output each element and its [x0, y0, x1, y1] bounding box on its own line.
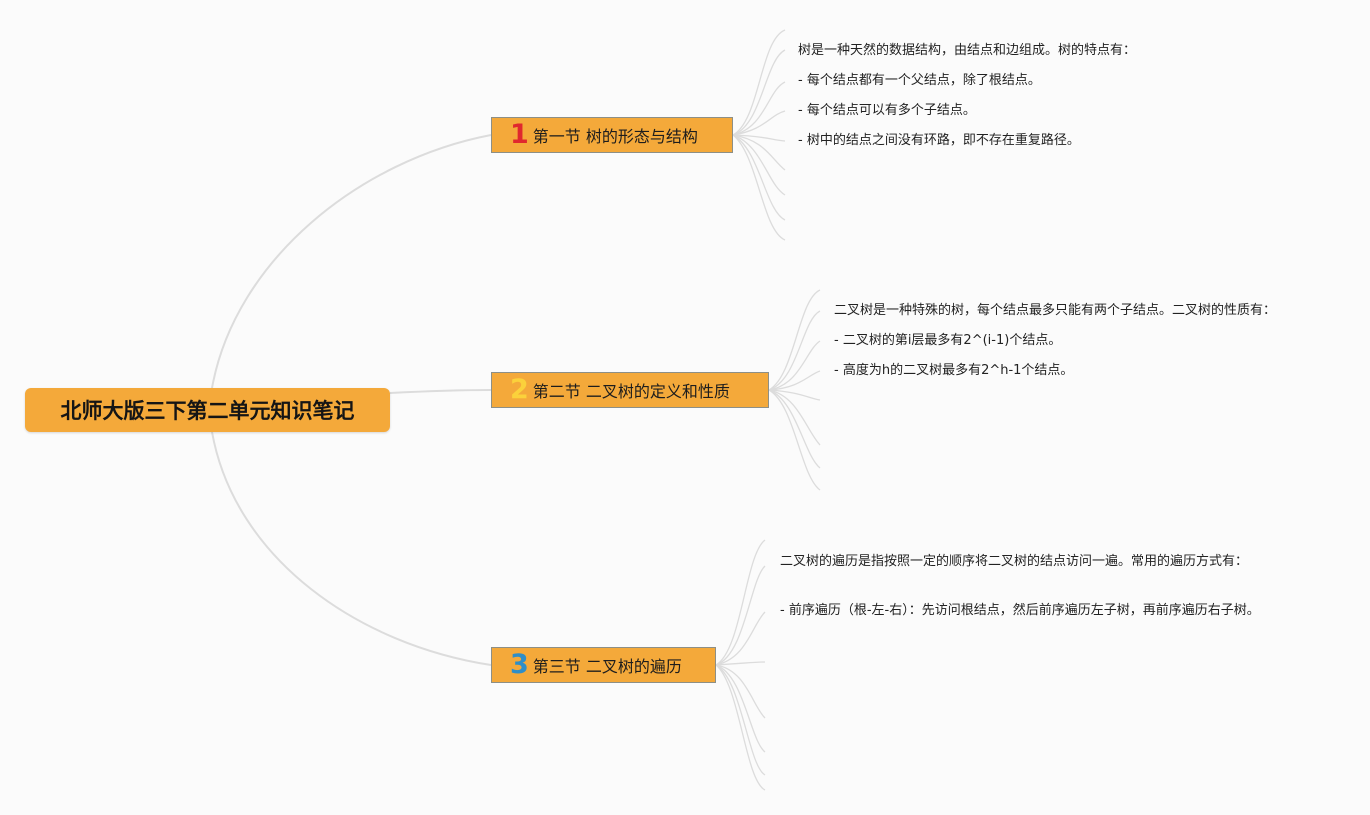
connector-root-topic-2	[389, 389, 492, 394]
connector-fan-topic-2	[768, 289, 821, 491]
topic-number-2: 2	[510, 373, 529, 405]
note-topic-1-point-3[interactable]: - 树中的结点之间没有环路，即不存在重复路径。	[798, 133, 1080, 148]
note-topic-2-point-2[interactable]: - 高度为h的二叉树最多有2^h-1个结点。	[834, 363, 1074, 378]
root-topic-title: 北师大版三下第二单元知识笔记	[60, 399, 355, 423]
topic-node-3[interactable]: 3 第三节 二叉树的遍历	[491, 647, 716, 683]
root-topic[interactable]: 北师大版三下第二单元知识笔记	[25, 388, 390, 432]
connector-root-topic-1	[211, 134, 492, 389]
topic-number-1: 1	[510, 118, 529, 150]
note-topic-2-intro[interactable]: 二叉树是一种特殊的树，每个结点最多只能有两个子结点。二叉树的性质有：	[834, 303, 1277, 318]
topic-title-1: 第一节 树的形态与结构	[532, 127, 698, 146]
connector-fan-topic-1	[732, 29, 786, 241]
connector-root-topic-3	[211, 431, 492, 666]
topic-node-2[interactable]: 2 第二节 二叉树的定义和性质	[491, 372, 769, 408]
topic-title-3: 第三节 二叉树的遍历	[532, 657, 682, 676]
note-topic-2-point-1[interactable]: - 二叉树的第i层最多有2^(i-1)个结点。	[834, 333, 1062, 348]
topic-node-1[interactable]: 1 第一节 树的形态与结构	[491, 117, 733, 153]
note-topic-3-intro[interactable]: 二叉树的遍历是指按照一定的顺序将二叉树的结点访问一遍。常用的遍历方式有：	[780, 554, 1249, 569]
topic-number-3: 3	[510, 648, 529, 680]
connector-fan-topic-3	[715, 539, 766, 791]
note-topic-1-point-1[interactable]: - 每个结点都有一个父结点，除了根结点。	[798, 73, 1041, 88]
note-topic-3-point-1[interactable]: - 前序遍历（根-左-右）：先访问根结点，然后前序遍历左子树，再前序遍历右子树。	[780, 603, 1260, 618]
note-topic-1-point-2[interactable]: - 每个结点可以有多个子结点。	[798, 103, 976, 118]
topic-title-2: 第二节 二叉树的定义和性质	[532, 382, 730, 401]
note-topic-1-intro[interactable]: 树是一种天然的数据结构，由结点和边组成。树的特点有：	[798, 43, 1137, 58]
